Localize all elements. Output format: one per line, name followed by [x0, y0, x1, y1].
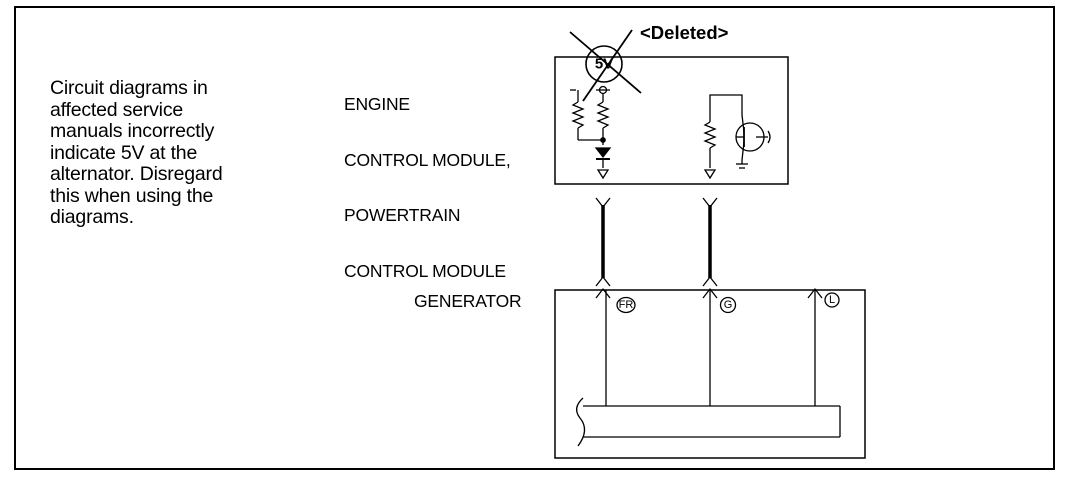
resistor-icon	[596, 85, 610, 145]
terminal-badge-g	[719, 296, 737, 314]
terminal-label-l: L	[829, 294, 835, 306]
generator-label: GENERATOR	[414, 291, 522, 311]
diode-icon	[594, 147, 612, 168]
note-line: indicate 5V at the	[50, 141, 198, 164]
note-line: Circuit diagrams in	[50, 77, 208, 99]
ecm-label-line: ENGINE	[344, 94, 410, 114]
ecm-label-line: CONTROL MODULE	[344, 260, 506, 281]
deleted-label: <Deleted>	[640, 22, 729, 43]
diagram-frame	[14, 6, 1055, 470]
resistor-icon	[703, 94, 743, 180]
resistor-icon	[570, 89, 603, 141]
ecm-label: ENGINE CONTROL MODULE, POWERTRAIN CONTRO…	[344, 58, 511, 299]
ecm-label-line: POWERTRAIN	[344, 205, 461, 225]
harness-wire	[601, 205, 712, 278]
note-line: affected service	[50, 98, 184, 121]
note-line: this when using the	[50, 184, 214, 207]
connector-chevron	[595, 197, 718, 209]
connector-chevron	[595, 275, 823, 299]
ecm-label-line: CONTROL MODULE,	[344, 149, 511, 170]
generator-internal-bus	[576, 397, 841, 447]
voltage-symbol: 5V	[595, 56, 613, 73]
terminal-badge-fr	[616, 296, 636, 314]
terminal-badge-l	[824, 292, 840, 308]
explanatory-note: Circuit diagrams in affected service man…	[50, 77, 290, 229]
crossed-out-icon	[569, 29, 642, 102]
terminal-label-fr: FR	[619, 299, 634, 311]
note-line: manuals incorrectly	[50, 120, 215, 142]
terminal-label-g: G	[724, 299, 733, 311]
ground-icon	[596, 169, 610, 180]
note-line: diagrams.	[50, 206, 134, 228]
ecm-box	[554, 56, 789, 185]
generator-internal-wire	[605, 290, 816, 406]
transistor-icon	[735, 114, 771, 169]
note-line: alternator. Disregard	[50, 163, 223, 185]
